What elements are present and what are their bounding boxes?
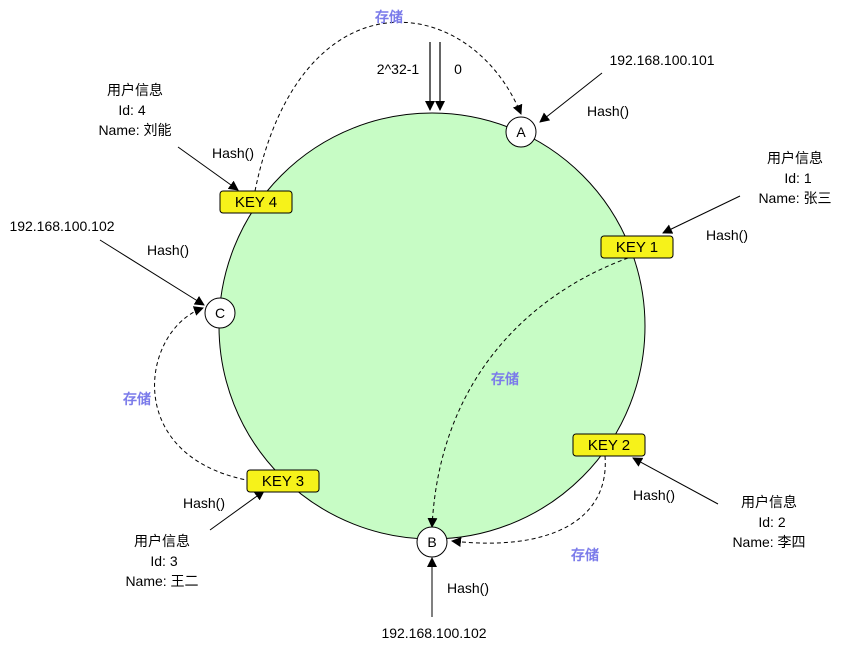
node-c-label: C — [215, 305, 225, 321]
node-a-circle — [505, 116, 537, 148]
ring-end-label: 2^32-1 — [377, 61, 420, 77]
store-arrow-key4-to-a — [254, 21, 523, 192]
store-arrow-key3-to-c — [154, 306, 259, 483]
key2-user-id: Id: 2 — [758, 514, 785, 530]
key3-label: KEY 3 — [262, 473, 304, 490]
node-a-hash-arrow — [539, 72, 603, 123]
store-label-key2-b: 存储 — [571, 547, 599, 563]
key2-user-name: Name: 李四 — [732, 534, 805, 550]
node-c-hash-arrow — [99, 239, 205, 306]
key3-user-name: Name: 王二 — [125, 573, 198, 589]
key1-hash-label: Hash() — [706, 227, 748, 243]
key4-hash-label: Hash() — [212, 145, 254, 161]
key3-user-title: 用户信息 — [134, 533, 190, 549]
key4-user-name: Name: 刘能 — [98, 122, 171, 138]
store-label-key1-b: 存储 — [491, 371, 519, 387]
node-b-ip: 192.168.100.102 — [381, 625, 486, 641]
node-c-hash-label: Hash() — [147, 242, 189, 258]
key2-hash-label: Hash() — [633, 487, 675, 503]
node-a-hash-label: Hash() — [587, 103, 629, 119]
node-a-ip: 192.168.100.101 — [609, 52, 714, 68]
node-b-circle — [416, 526, 448, 558]
key2-user-title: 用户信息 — [741, 494, 797, 510]
node-b-label: B — [427, 534, 436, 550]
key2-box — [572, 433, 646, 457]
ring-start-label: 0 — [454, 61, 462, 77]
key4-user-id: Id: 4 — [118, 102, 145, 118]
node-b-hash-label: Hash() — [447, 580, 489, 596]
store-label-key4-a: 存储 — [375, 9, 403, 25]
key4-box — [219, 190, 293, 214]
key2-hash-arrow — [632, 457, 719, 505]
key3-hash-arrow — [209, 490, 265, 531]
key1-label: KEY 1 — [616, 239, 658, 256]
node-c-ip: 192.168.100.102 — [9, 218, 114, 234]
key3-hash-label: Hash() — [183, 495, 225, 511]
key4-hash-arrow — [177, 146, 239, 191]
key1-box — [600, 235, 674, 259]
key4-user-title: 用户信息 — [107, 82, 163, 98]
key1-user-title: 用户信息 — [767, 150, 823, 166]
store-arrow-key1-to-b — [427, 257, 629, 528]
store-label-key3-c: 存储 — [123, 391, 151, 407]
key1-user-name: Name: 张三 — [758, 190, 831, 206]
store-arrow-key2-to-b — [451, 455, 606, 547]
key1-user-id: Id: 1 — [784, 170, 811, 186]
key3-box — [246, 469, 320, 493]
key4-label: KEY 4 — [235, 194, 277, 211]
node-a-label: A — [516, 124, 526, 140]
key3-user-id: Id: 3 — [150, 553, 177, 569]
key2-label: KEY 2 — [588, 437, 630, 454]
key1-hash-arrow — [662, 195, 741, 234]
node-c-circle — [204, 297, 236, 329]
